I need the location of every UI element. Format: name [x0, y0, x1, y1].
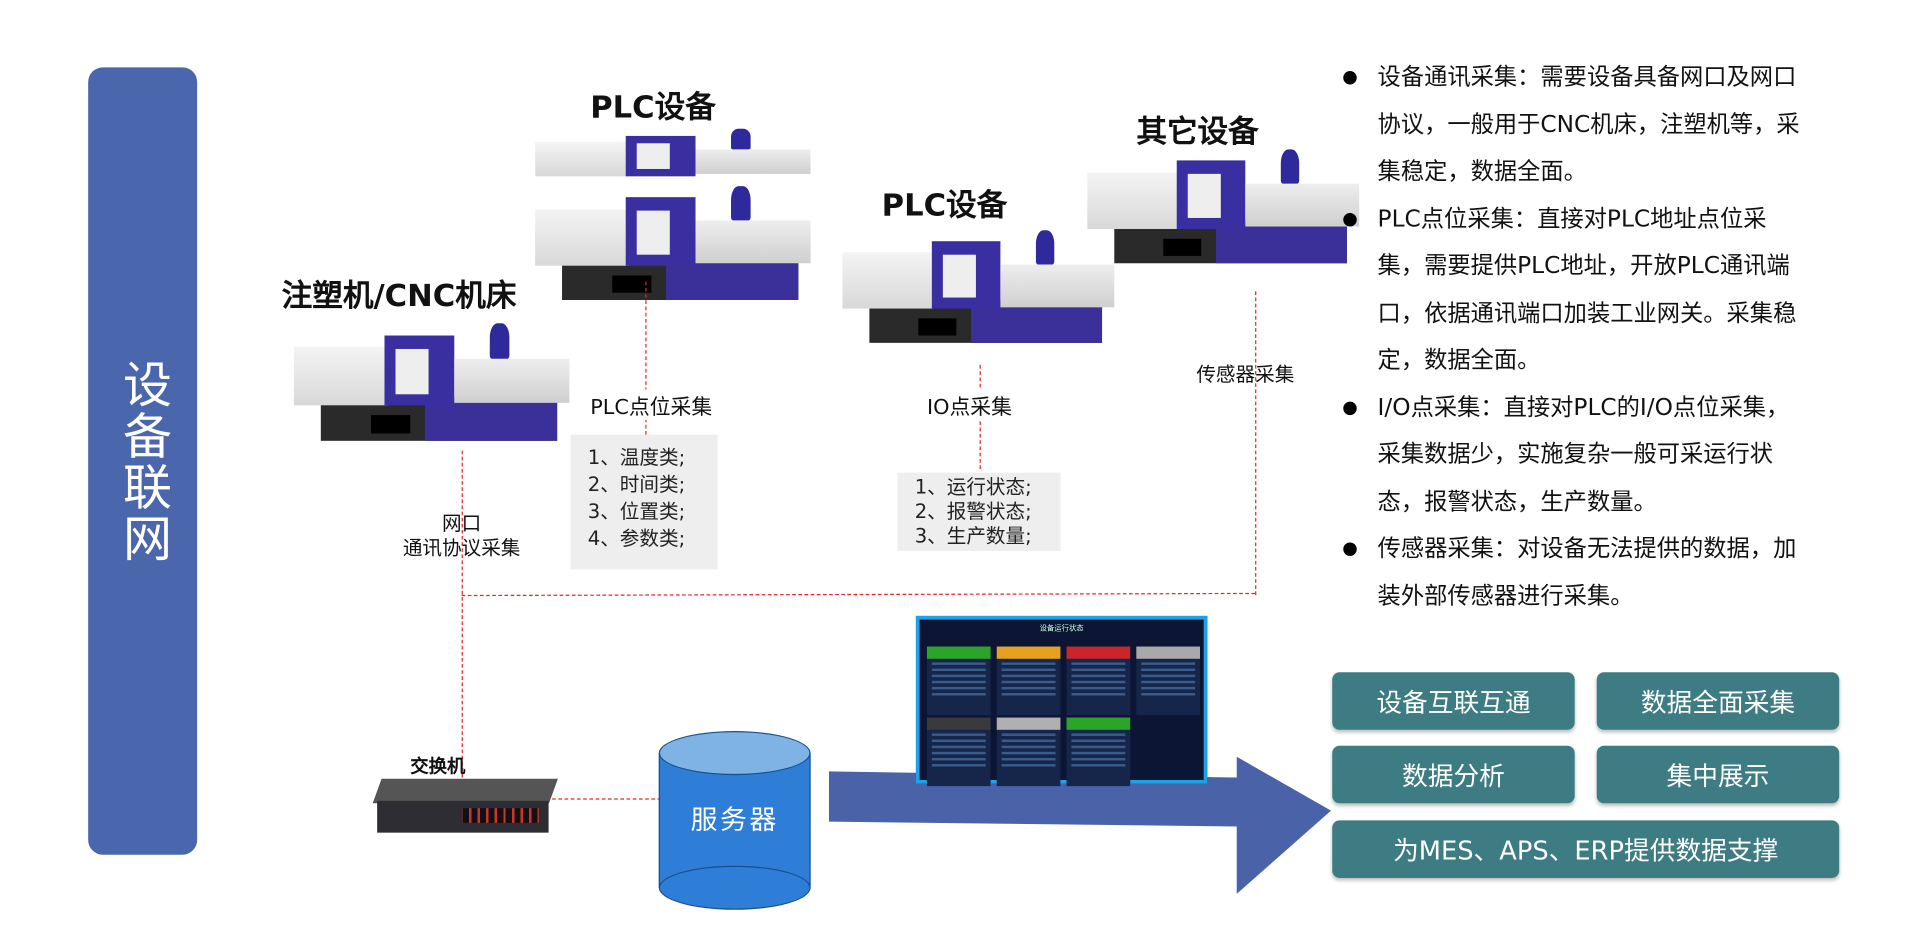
dashboard-card: [1066, 646, 1131, 716]
list-item: 3、位置类;: [587, 499, 686, 523]
plc-point-list: 1、温度类; 2、时间类; 3、位置类; 4、参数类;: [570, 434, 718, 570]
server-icon: 服务器: [658, 731, 811, 910]
switch-label: 交换机: [410, 755, 466, 778]
network-label-line: 网口: [442, 511, 482, 536]
btn-central-display: 集中展示: [1596, 745, 1840, 804]
description-list: 设备通讯采集：需要设备具备网口及网口协议，一般用于CNC机床，注塑机等，采集稳定…: [1343, 54, 1808, 620]
connector-line: [1255, 291, 1257, 596]
btn-mes-aps-erp-support: 为MES、APS、ERP提供数据支撑: [1332, 820, 1840, 878]
sidebar-title-bar: 设备联网: [88, 67, 198, 855]
plc-device-title-mid: PLC设备: [881, 187, 1008, 223]
list-item: 2、时间类;: [587, 472, 686, 496]
bullet-item: 传感器采集：对设备无法提供的数据，加装外部传感器进行采集。: [1343, 525, 1808, 619]
btn-full-data-collect: 数据全面采集: [1596, 672, 1840, 730]
connector-line: [461, 450, 463, 784]
list-item: 3、生产数量;: [914, 524, 1032, 548]
connector-line: [465, 798, 662, 800]
list-item: 1、运行状态;: [914, 475, 1032, 499]
dashboard-title: 设备运行状态: [1039, 624, 1084, 634]
bullet-item: I/O点采集：直接对PLC的I/O点位采集，采集数据少，实施复杂一般可采运行状态…: [1343, 384, 1808, 525]
btn-device-interconnect: 设备互联互通: [1332, 672, 1575, 730]
network-switch-icon: [372, 778, 558, 840]
network-label-line: 通讯协议采集: [402, 536, 521, 560]
btn-data-analysis: 数据分析: [1332, 745, 1575, 804]
injection-machine-image: [293, 323, 570, 441]
injection-machine-image: [842, 230, 1115, 343]
dashboard-card: [996, 717, 1061, 787]
dashboard-screenshot: 设备运行状态: [915, 615, 1208, 787]
server-label: 服务器: [690, 805, 779, 837]
list-item: 2、报警状态;: [914, 499, 1032, 523]
injection-machine-image: [1087, 149, 1360, 264]
connector-line: [645, 281, 647, 435]
list-item: 4、参数类;: [587, 526, 686, 550]
sidebar-title: 设备联网: [114, 358, 171, 564]
io-collect-label: IO点采集: [926, 389, 1012, 421]
sensor-collect-label: 传感器采集: [1196, 362, 1295, 386]
connector-line: [461, 592, 1256, 597]
injection-machine-image: [535, 128, 811, 196]
other-device-title: 其它设备: [1136, 113, 1259, 150]
io-point-list: 1、运行状态; 2、报警状态; 3、生产数量;: [897, 472, 1061, 552]
injection-machine-image: [535, 186, 811, 301]
dashboard-card: [1066, 717, 1131, 787]
dashboard-card: [926, 646, 991, 716]
plc-device-title-top: PLC设备: [590, 89, 716, 125]
dashboard-card: [1136, 646, 1201, 716]
dashboard-card: [926, 717, 991, 787]
network-collect-label: 网口 通讯协议采集: [388, 512, 535, 561]
cnc-device-title: 注塑机/CNC机床: [281, 277, 517, 314]
plc-collect-label: PLC点位采集: [590, 389, 713, 421]
dashboard-card: [996, 646, 1061, 716]
bullet-item: 设备通讯采集：需要设备具备网口及网口协议，一般用于CNC机床，注塑机等，采集稳定…: [1343, 54, 1808, 195]
list-item: 1、温度类;: [587, 445, 686, 469]
bullet-item: PLC点位采集：直接对PLC地址点位采集，需要提供PLC地址，开放PLC通讯端口…: [1343, 195, 1808, 384]
flow-arrow-icon: [828, 756, 1332, 894]
